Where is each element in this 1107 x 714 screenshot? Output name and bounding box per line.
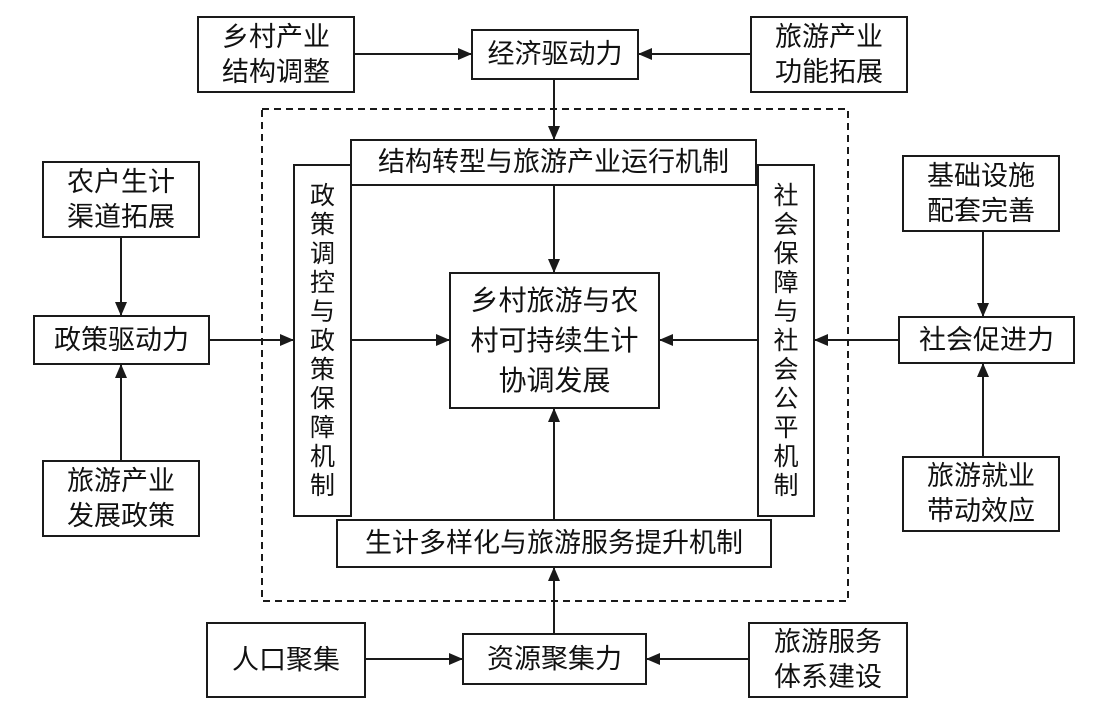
vertical-char: 保	[773, 239, 799, 268]
vertical-char: 会	[773, 355, 799, 384]
node-economic-driver: 经济驱动力	[471, 29, 639, 80]
vertical-char: 制	[309, 471, 335, 500]
node-rural-industry-adjust: 乡村产业 结构调整	[197, 16, 355, 93]
mechanism-social-security: 社会保障与社会公平机制	[757, 164, 815, 517]
vertical-char: 调	[309, 239, 335, 268]
node-social-promotion: 社会促进力	[898, 316, 1075, 364]
mechanism-livelihood-diversification: 生计多样化与旅游服务提升机制	[336, 519, 772, 568]
mechanism-policy-regulation: 政策调控与政策保障机制	[293, 164, 352, 517]
vertical-char: 社	[773, 326, 799, 355]
node-policy-driver: 政策驱动力	[33, 315, 210, 365]
vertical-char: 会	[773, 210, 799, 239]
node-tourism-employment: 旅游就业 带动效应	[902, 456, 1060, 532]
vertical-char: 与	[309, 297, 335, 326]
vertical-char: 政	[309, 326, 335, 355]
node-core-goal: 乡村旅游与农 村可持续生计 协调发展	[449, 272, 660, 409]
node-resource-gathering: 资源聚集力	[462, 633, 647, 685]
vertical-char: 保	[309, 384, 335, 413]
node-farmer-livelihood-expand: 农户生计 渠道拓展	[42, 161, 200, 238]
vertical-text-policy: 政策调控与政策保障机制	[310, 181, 335, 500]
node-population-gathering: 人口聚集	[206, 622, 366, 698]
vertical-text-social: 社会保障与社会公平机制	[773, 181, 798, 500]
mechanism-structural-transformation: 结构转型与旅游产业运行机制	[350, 139, 757, 186]
node-tourism-dev-policy: 旅游产业 发展政策	[42, 460, 200, 537]
vertical-char: 公	[773, 384, 799, 413]
vertical-char: 平	[773, 413, 799, 442]
node-tourism-service-system: 旅游服务 体系建设	[748, 622, 908, 698]
vertical-char: 策	[309, 210, 335, 239]
vertical-char: 与	[773, 297, 799, 326]
vertical-char: 机	[773, 442, 799, 471]
vertical-char: 障	[773, 268, 799, 297]
node-tourism-function-expand: 旅游产业 功能拓展	[750, 16, 908, 93]
vertical-char: 策	[309, 355, 335, 384]
vertical-char: 制	[773, 471, 799, 500]
vertical-char: 社	[773, 181, 799, 210]
node-infrastructure: 基础设施 配套完善	[902, 155, 1060, 232]
vertical-char: 障	[309, 413, 335, 442]
vertical-char: 机	[309, 442, 335, 471]
vertical-char: 控	[309, 268, 335, 297]
vertical-char: 政	[309, 181, 335, 210]
